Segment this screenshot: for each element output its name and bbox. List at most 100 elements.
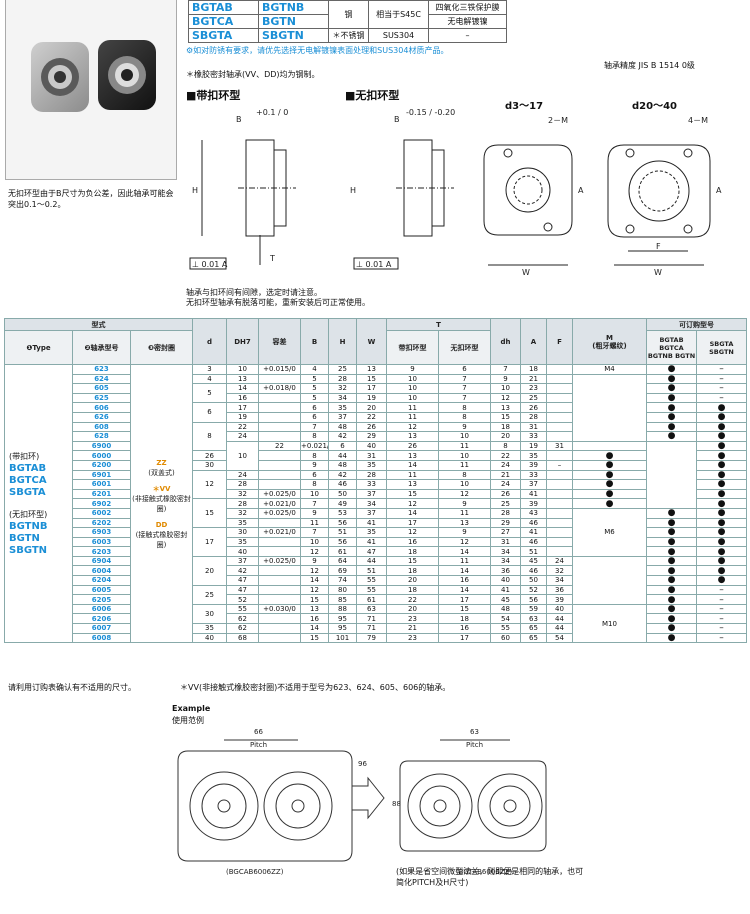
h-cell: 69 [328,565,357,577]
a-cell: 39 [520,498,547,509]
no-flange-tol-note: 无扣环型由于B尺寸为负公差，因此轴承可能会突出0.1～0.2。 [8,189,174,209]
b-cell: 6 [300,469,329,481]
f-cell [546,373,573,385]
type-line: BGTNB [9,520,48,532]
orderable-1: ● [646,402,697,413]
dh7-cell: 40 [226,546,259,557]
material-steel: 钢 [328,0,369,29]
tol-cell: +0.021/0 [258,498,301,509]
f-cell [546,431,573,442]
accuracy-note: 轴承精度 JIS B 1514 0级 [604,61,695,70]
flatness-with: ⊥ 0.01 A [192,260,228,269]
t2-cell: 12 [438,488,491,500]
t2-cell: 13 [438,517,491,529]
dh7-cell: 62 [226,613,259,625]
type-line: (带扣环) [9,451,40,461]
right-code: (BGTAB6006ZZ) [456,868,512,876]
f-cell: 32 [546,565,573,577]
type-line: BGTN [9,532,40,544]
t1-cell: 21 [386,623,439,634]
d-cell: 10 [226,440,259,471]
a-cell: 50 [520,575,547,586]
h-cell: 37 [328,411,357,423]
w-cell: 41 [356,517,387,529]
a-cell: 46 [520,536,547,548]
dh-cell: 28 [490,507,521,519]
dh-cell: 41 [490,584,521,596]
dh7-cell: 30 [226,527,259,538]
t1-cell: 18 [386,584,439,596]
b-cell: 9 [300,507,329,519]
f-cell: 39 [546,594,573,605]
b-cell: 7 [300,498,329,509]
b-cell: 7 [300,527,329,538]
orderable-2: – [696,594,747,605]
t1-cell: 20 [386,603,439,615]
w-cell: 17 [356,383,387,394]
b-cell: 12 [300,565,329,577]
a-cell: 25 [520,392,547,404]
dh7-cell: 28 [226,479,259,490]
h-cell: 49 [328,498,357,509]
surface-none: – [428,28,507,43]
dh-cell: 20 [490,431,521,442]
t1-cell: 23 [386,613,439,625]
tol-cell [258,536,301,548]
bearing-code: 6205 [72,594,131,605]
orderable-2: ● [696,479,747,490]
t1-cell: 12 [386,421,439,433]
b-cell: 4 [300,364,329,375]
dh7-cell: 35 [226,536,259,548]
orderable-2: – [696,603,747,615]
dh7-cell: 68 [226,632,259,644]
orderable-1: ● [646,373,697,385]
t2-cell: 7 [438,392,491,404]
f-cell [546,507,573,519]
dh-cell: 10 [490,383,521,394]
orderable-1: ● [572,459,647,471]
t1-cell: 15 [386,555,439,567]
t1-cell: 18 [386,565,439,577]
tol-cell [258,392,301,404]
t2-cell: 8 [490,440,521,452]
b-label-without: B [394,115,400,124]
orderable-2: ● [696,450,747,461]
tol-cell [258,450,301,461]
t1-cell: 12 [386,498,439,509]
svg-text:A: A [578,186,584,195]
orderable-2: ● [696,575,747,586]
seal-vv: ＊VV [152,484,171,493]
dh-cell: 25 [490,498,521,509]
orderable-2: ● [696,527,747,538]
orderable-1: ● [572,450,647,461]
orderable-1: ● [572,488,647,500]
b-cell: 8 [300,479,329,490]
dh-cell: 31 [490,536,521,548]
bearing-code: 626 [72,411,131,423]
dh7-cell: 19 [226,411,259,423]
bearing-code: 6200 [72,459,131,471]
f-cell [546,421,573,433]
b-cell: 5 [300,392,329,404]
t2-cell: 16 [438,575,491,586]
t2-cell: 9 [438,498,491,509]
w-cell: 19 [356,392,387,404]
w-cell: 22 [356,411,387,423]
f-cell [546,402,573,413]
f-cell: 44 [546,623,573,634]
dh-cell: 24 [490,479,521,490]
h-cell: 61 [328,546,357,557]
orderable-2: – [696,383,747,394]
b-cell: 6 [300,411,329,423]
a-cell: 21 [520,373,547,385]
w-cell: 51 [356,565,387,577]
dh7-cell: 13 [226,373,259,385]
tol-cell [258,459,301,471]
w-cell: 34 [356,498,387,509]
seal-steel-note: ＊橡胶密封轴承(VV、DD)均为钢制。 [186,70,320,79]
b-cell: 14 [300,623,329,634]
